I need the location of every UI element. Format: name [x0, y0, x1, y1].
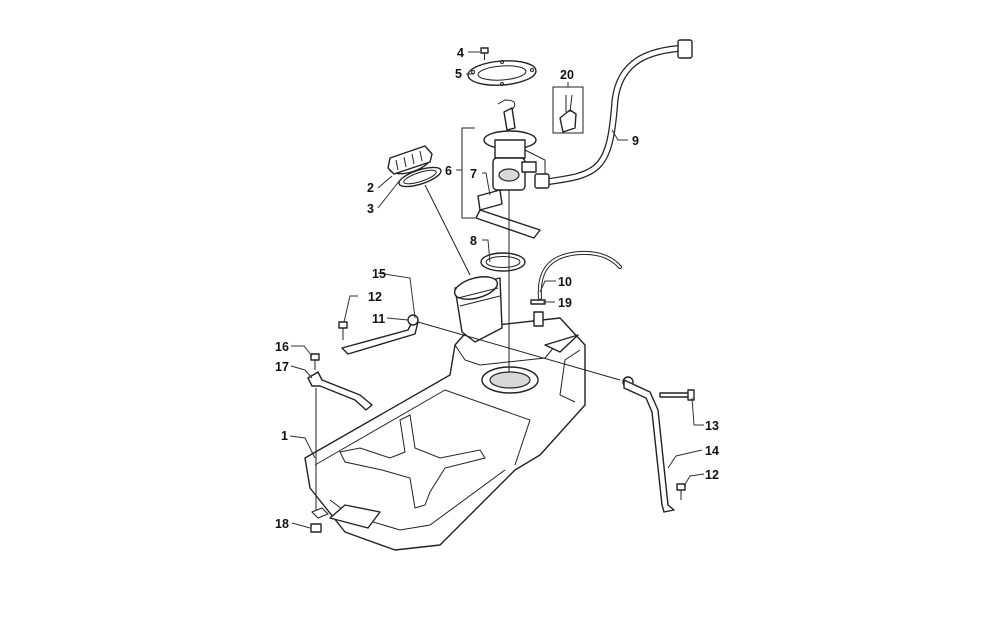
cap-gasket — [398, 166, 442, 188]
fuel-line — [534, 39, 693, 189]
bolt-12-left — [338, 321, 348, 340]
callout-17: 17 — [275, 360, 289, 374]
callout-2: 2 — [367, 181, 374, 195]
callout-14: 14 — [705, 444, 719, 458]
retaining-bolt — [480, 47, 489, 60]
fuel-tank — [304, 276, 586, 551]
tank-strap-right — [622, 376, 675, 513]
bracket-6 — [461, 127, 475, 219]
callout-6: 6 — [445, 164, 452, 178]
callout-10: 10 — [558, 275, 572, 289]
callout-16: 16 — [275, 340, 289, 354]
callout-7: 7 — [470, 167, 477, 181]
callout-11: 11 — [372, 312, 385, 326]
callout-15: 15 — [372, 267, 386, 281]
callout-9: 9 — [632, 134, 639, 148]
callout-19: 19 — [558, 296, 572, 310]
bolt-16 — [310, 353, 320, 370]
callout-20: 20 — [560, 68, 574, 82]
leader-lines — [289, 51, 705, 529]
pump-o-ring — [480, 252, 526, 272]
callout-12-left: 12 — [368, 290, 382, 304]
cap-to-neck-line — [424, 184, 471, 276]
callout-5: 5 — [455, 67, 462, 81]
callout-labels: 1 2 3 4 5 6 7 8 9 10 11 12 12 13 14 15 1… — [275, 46, 719, 531]
front-bracket — [307, 371, 373, 510]
strap-bolt — [659, 389, 695, 401]
electrical-connector — [552, 86, 584, 134]
callout-3: 3 — [367, 202, 374, 216]
tank-strap-left — [341, 314, 621, 381]
vent-hose — [537, 250, 622, 300]
retaining-plate — [467, 60, 537, 86]
callout-4: 4 — [457, 46, 464, 60]
callout-13: 13 — [705, 419, 719, 433]
callout-12-right: 12 — [705, 468, 719, 482]
fuel-cap — [387, 145, 433, 175]
callout-18: 18 — [275, 517, 289, 531]
bolt-12-right — [676, 483, 686, 500]
nut-18 — [310, 507, 329, 533]
callout-8: 8 — [470, 234, 477, 248]
callout-1: 1 — [281, 429, 288, 443]
